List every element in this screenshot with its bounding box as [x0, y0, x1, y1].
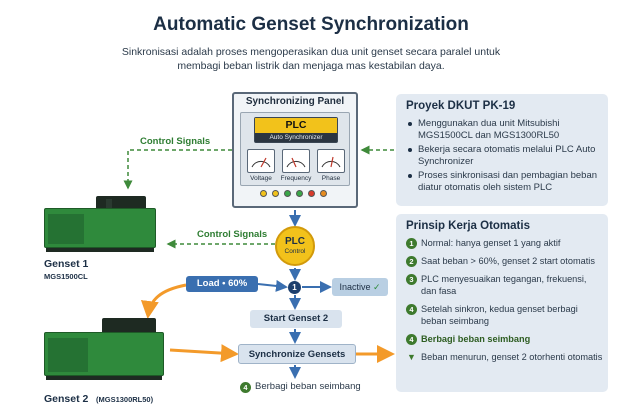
load-threshold-badge: Load • 60% [186, 276, 258, 292]
step-number-1: 1 [406, 238, 417, 249]
project-bullet-3: Proses sinkronisasi dan pembagian beban … [408, 170, 604, 193]
project-title: Proyek DKUT PK-19 [406, 100, 516, 112]
plc-label: PLC [255, 118, 337, 133]
page-title: Automatic Genset Synchronization [153, 14, 469, 35]
genset-1-image [44, 196, 156, 252]
step-number-3: 3 [406, 274, 417, 285]
principle-step-6: ▼ Beban menurun, genset 2 otorhenti otoma… [406, 352, 604, 364]
synchronizing-panel: Synchronizing Panel PLC Auto Synchronize… [232, 92, 358, 208]
decision-node: 1 [288, 281, 301, 294]
share-load-step: 4 Berbagi beban seimbang [240, 381, 380, 393]
frequency-label: Frequency [280, 175, 312, 182]
plc-module: PLC Auto Synchronizer [254, 117, 338, 143]
panel-title: Synchronizing Panel [245, 96, 345, 107]
step-5-text: Berbagi beban seimbang [421, 334, 531, 344]
control-signals-label-mid: Control Signals [197, 229, 268, 240]
subtitle-line-2: membagi beban listrik dan menjaga mas ke… [177, 60, 445, 72]
principle-step-1: 1 Normal: hanya genset 1 yang aktif [406, 238, 604, 250]
project-bullet-2-text: Bekerja secara otomatis melalui PLC Auto… [418, 144, 596, 167]
indicator-led-icon [296, 190, 303, 197]
synchronize-gensets-step: Synchronize Gensets [238, 344, 356, 364]
check-icon: ✓ [373, 282, 381, 292]
plc-node-label: PLC [285, 236, 305, 247]
indicator-led-icon [272, 190, 279, 197]
project-info-box: Proyek DKUT PK-19 Menggunakan dua unit M… [396, 94, 608, 206]
step-number-4: 4 [406, 304, 417, 315]
down-arrow-icon: ▼ [407, 352, 416, 362]
project-bullet-1-text: Menggunakan dua unit Mitsubishi MGS1500C… [418, 118, 560, 141]
project-bullet-3-text: Proses sinkronisasi dan pembagian beban … [418, 170, 598, 193]
step-1-text: Normal: hanya genset 1 yang aktif [421, 238, 561, 248]
control-signals-label-top: Control Signals [140, 136, 211, 147]
inactive-state: Inactive ✓ [332, 278, 388, 296]
indicator-leds [234, 190, 356, 202]
principle-step-4: 4 Setelah sinkron, kedua genset berbagi b… [406, 304, 604, 327]
principle-step-2: 2 Saat beban > 60%, genset 2 start otomat… [406, 256, 604, 268]
indicator-led-icon [308, 190, 315, 197]
frequency-meter-icon [282, 149, 310, 173]
voltage-label: Voltage [250, 175, 272, 182]
project-bullet-1: Menggunakan dua unit Mitsubishi MGS1500C… [408, 118, 604, 141]
plc-sublabel: Auto Synchronizer [269, 134, 323, 141]
step-4-text: Setelah sinkron, kedua genset berbagi be… [421, 304, 578, 326]
genset-1-model: MGS1500CL [44, 272, 88, 281]
plc-control-node: PLC Control [275, 226, 315, 266]
genset-2-image [44, 318, 164, 380]
share-step-text: Berbagi beban seimbang [255, 381, 361, 392]
plc-node-sublabel: Control [284, 248, 306, 255]
principle-step-3: 3 PLC menyesuaikan tegangan, frekuensi, d… [406, 274, 604, 297]
share-step-number: 4 [240, 382, 251, 393]
start-genset-2-step: Start Genset 2 [250, 310, 342, 328]
step-2-text: Saat beban > 60%, genset 2 start otomati… [421, 256, 595, 266]
indicator-led-icon [320, 190, 327, 197]
voltage-meter-icon [247, 149, 275, 173]
phase-meter-icon [317, 149, 345, 173]
subtitle-line-1: Sinkronisasi adalah proses mengoperasika… [121, 46, 501, 58]
indicator-led-icon [260, 190, 267, 197]
step-3-text: PLC menyesuaikan tegangan, frekuensi, da… [421, 274, 587, 296]
inactive-label: Inactive [339, 282, 371, 292]
step-6-text: Beban menurun, genset 2 otorhenti otomat… [421, 352, 603, 362]
principle-step-5: 4 Berbagi beban seimbang [406, 334, 604, 346]
genset-2-label: Genset 2 [44, 393, 89, 405]
panel-face: PLC Auto Synchronizer Voltage Frequency … [240, 112, 350, 186]
indicator-led-icon [284, 190, 291, 197]
principle-box: Prinsip Kerja Otomatis 1 Normal: hanya ge… [396, 214, 608, 392]
step-number-2: 2 [406, 256, 417, 267]
project-bullet-2: Bekerja secara otomatis melalui PLC Auto… [408, 144, 604, 167]
phase-label: Phase [321, 175, 341, 182]
principle-title: Prinsip Kerja Otomatis [406, 220, 530, 232]
genset-2-model: (MGS1300RL50) [96, 395, 154, 404]
genset-1-label: Genset 1 [44, 258, 89, 270]
step-number-5: 4 [406, 334, 417, 345]
